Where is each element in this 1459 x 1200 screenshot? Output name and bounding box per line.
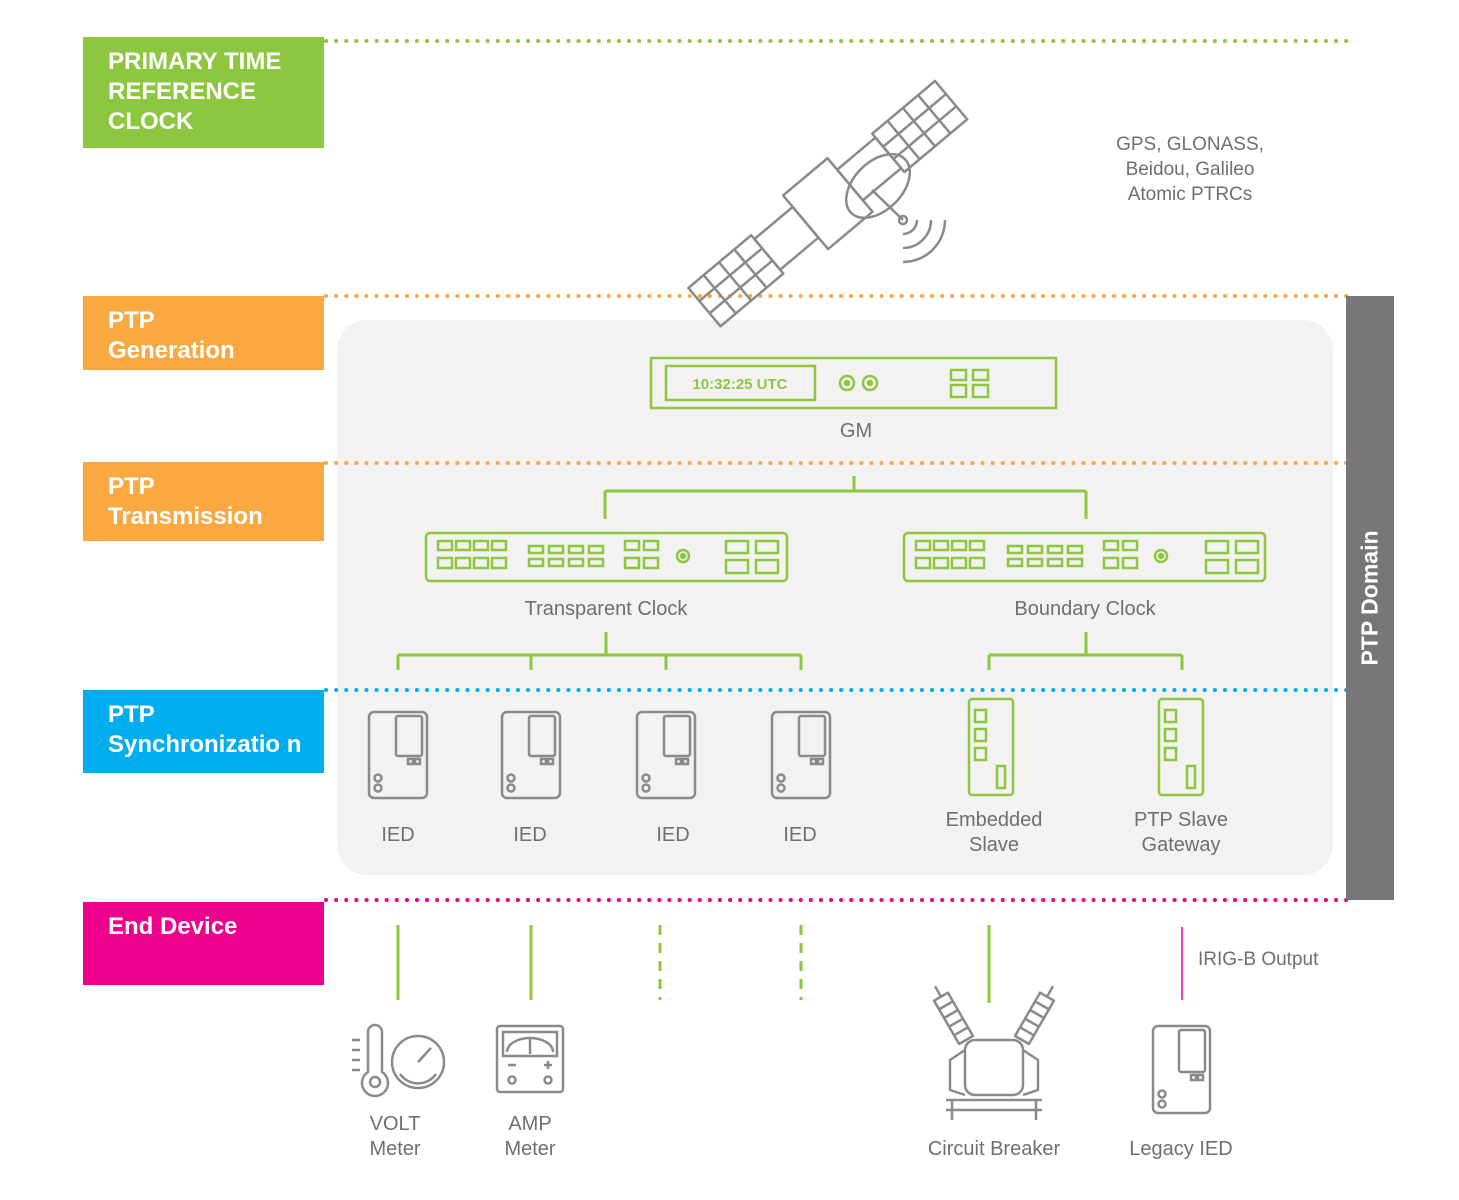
transparent-clock-connector	[396, 632, 803, 670]
end-device-connectors	[396, 925, 991, 1003]
volt-meter-label: VOLT Meter	[369, 1113, 421, 1160]
gm-to-clocks-connector	[603, 476, 1088, 519]
band-end-device: End Device	[83, 902, 324, 985]
satellite-systems-label: GPS, GLONASS, Beidou, Galileo Atomic PTR…	[1116, 134, 1264, 205]
transparent-clock-label: Transparent Clock	[524, 598, 688, 620]
ied-label-3: IED	[656, 824, 690, 846]
ied-icon-2	[500, 710, 562, 800]
boundary-clock-label: Boundary Clock	[1014, 598, 1156, 620]
thermometer-icon	[352, 1023, 390, 1098]
circuit-breaker-label: Circuit Breaker	[927, 1138, 1061, 1160]
ptp-domain-panel	[337, 320, 1333, 875]
ptp-slave-gateway-icon	[1157, 697, 1205, 797]
boundary-clock-connector	[987, 632, 1184, 670]
embedded-slave-label: Embedded Slave	[945, 809, 1043, 856]
legacy-ied-icon	[1151, 1024, 1212, 1115]
satellite-icon	[687, 79, 969, 328]
transparent-clock-icon	[424, 531, 789, 583]
ptp-domain-bar: PTP Domain	[1346, 296, 1394, 900]
band-ptp-generation: PTP Generation	[83, 296, 324, 370]
ied-icon-1	[367, 710, 429, 800]
gm-label: GM	[839, 420, 873, 442]
embedded-slave-icon	[967, 697, 1015, 797]
ied-icon-3	[635, 710, 697, 800]
boundary-clock-icon	[902, 531, 1267, 583]
band-ptp-transmission: PTP Transmission	[83, 462, 324, 541]
irig-b-output-label: IRIG-B Output	[1198, 949, 1319, 970]
gm-time-display: 10:32:25 UTC	[692, 376, 787, 393]
ied-icon-4	[770, 710, 832, 800]
grandmaster-clock-icon	[649, 356, 1058, 410]
amp-meter-label: AMP Meter	[504, 1113, 556, 1160]
ptp-slave-gateway-label: PTP Slave Gateway	[1133, 809, 1229, 856]
band-primary-time-reference-clock: PRIMARY TIME REFERENCE CLOCK	[83, 37, 324, 148]
ied-label-2: IED	[513, 824, 547, 846]
band-ptp-synchronization: PTP Synchronizatio n	[83, 690, 324, 773]
ptp-domain-label: PTP Domain	[1356, 530, 1383, 666]
gauge-icon	[390, 1034, 446, 1090]
ied-label-4: IED	[783, 824, 817, 846]
legacy-ied-label: Legacy IED	[1129, 1138, 1233, 1160]
circuit-breaker-icon	[932, 985, 1056, 1120]
amp-meter-icon	[495, 1024, 565, 1094]
ied-label-1: IED	[381, 824, 415, 846]
